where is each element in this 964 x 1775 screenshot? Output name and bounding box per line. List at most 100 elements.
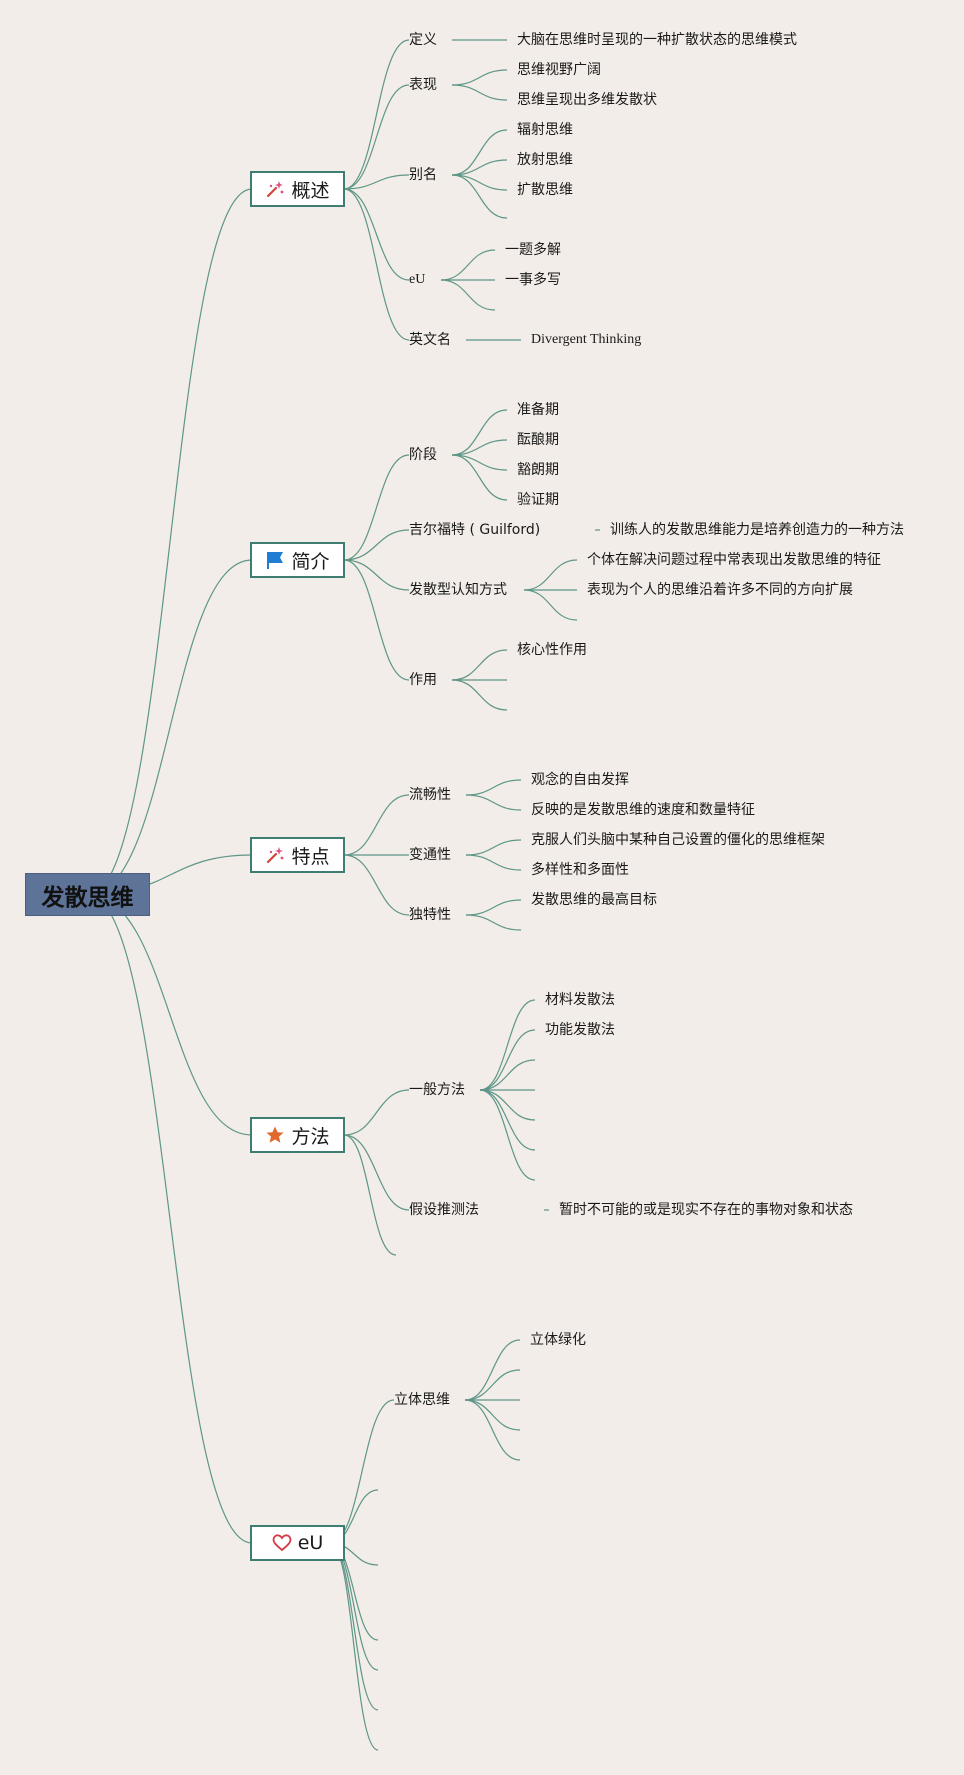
sub-leaf-link (451, 129, 508, 176)
main-topic-label: eU (297, 1532, 324, 1554)
leaf-topic[interactable]: 材料发散法 (545, 992, 615, 1008)
sub-leaf-link (464, 1339, 521, 1401)
leaf-topic[interactable]: 表现为个人的思维沿着许多不同的方向扩展 (587, 582, 853, 598)
leaf-topic[interactable]: 功能发散法 (545, 1022, 615, 1038)
sub-leaf-link (451, 409, 508, 456)
blue-flag-icon (265, 550, 285, 570)
subtopic[interactable]: 别名 (409, 167, 437, 183)
heart-icon (272, 1533, 292, 1553)
sub-leaf-link (451, 69, 508, 86)
main-sub-link (343, 188, 410, 281)
main-sub-link (343, 1134, 410, 1211)
leaf-topic[interactable]: 个体在解决问题过程中常表现出发散思维的特征 (587, 552, 881, 568)
leaf-topic[interactable]: 扩散思维 (517, 182, 573, 198)
subtopic[interactable]: eU (409, 272, 426, 287)
subtopic[interactable]: 吉尔福特 ( Guilford) (409, 522, 541, 538)
sub-leaf-link (464, 1399, 521, 1461)
leaf-topic[interactable]: 发散思维的最高目标 (531, 892, 657, 908)
sub-leaf-link (451, 174, 508, 191)
main-sub-link (343, 454, 410, 561)
leaf-topic[interactable]: 反映的是发散思维的速度和数量特征 (531, 802, 755, 818)
sub-leaf-link (451, 454, 508, 471)
sub-leaf-link (479, 999, 536, 1091)
root-branch-link (87, 894, 253, 1136)
main-topic-label: 简介 (291, 550, 330, 573)
subtopic[interactable]: 流畅性 (409, 787, 451, 803)
sub-leaf-link (464, 1399, 521, 1431)
sub-leaf-link (523, 589, 578, 621)
wand-sparkle-icon (265, 179, 285, 199)
leaf-topic[interactable]: 大脑在思维时呈现的一种扩散状态的思维模式 (517, 32, 797, 48)
sub-leaf-link (464, 1369, 521, 1401)
subtopic[interactable]: 变通性 (409, 847, 451, 863)
sub-leaf-link (465, 779, 522, 796)
leaf-topic[interactable]: 一题多解 (505, 242, 561, 258)
sub-leaf-link (479, 1059, 536, 1091)
leaf-topic[interactable]: 一事多写 (505, 272, 561, 288)
main-sub-link (343, 559, 410, 681)
main-topic-2[interactable]: 简介 (250, 542, 345, 578)
sub-leaf-link (465, 854, 522, 871)
main-sub-link (329, 1542, 379, 1711)
subtopic[interactable]: 发散型认知方式 (409, 582, 507, 598)
leaf-topic[interactable]: Divergent Thinking (531, 332, 642, 347)
subtopic[interactable]: 阶段 (409, 447, 437, 463)
main-sub-link (329, 1542, 379, 1751)
sub-leaf-link (465, 839, 522, 856)
main-topic-4[interactable]: 方法 (250, 1117, 345, 1153)
leaf-topic[interactable]: 放射思维 (517, 152, 573, 168)
sub-leaf-link (451, 454, 508, 501)
leaf-topic[interactable]: 立体绿化 (530, 1332, 586, 1348)
main-topic-label: 概述 (291, 179, 330, 202)
main-sub-link (343, 854, 410, 916)
leaf-topic[interactable]: 暂时不可能的或是现实不存在的事物对象和状态 (559, 1202, 853, 1218)
leaf-topic[interactable]: 思维视野广阔 (517, 62, 601, 78)
main-topic-1[interactable]: 概述 (250, 171, 345, 207)
main-sub-link (343, 188, 410, 341)
sub-leaf-link (479, 1089, 536, 1181)
sub-leaf-link (451, 679, 508, 711)
leaf-topic[interactable]: 豁朗期 (517, 462, 559, 478)
sub-leaf-link (523, 559, 578, 591)
subtopic[interactable]: 英文名 (409, 332, 451, 348)
root-branch-link (87, 188, 253, 896)
sub-leaf-link (451, 649, 508, 681)
leaf-topic[interactable]: 思维呈现出多维发散状 (517, 92, 657, 108)
subtopic[interactable]: 一般方法 (409, 1082, 465, 1098)
root-topic-label: 发散思维 (41, 884, 134, 911)
leaf-topic[interactable]: 训练人的发散思维能力是培养创造力的一种方法 (610, 522, 904, 538)
main-sub-link (343, 174, 410, 190)
subtopic[interactable]: 定义 (409, 32, 437, 48)
subtopic[interactable]: 立体思维 (394, 1392, 450, 1408)
leaf-topic[interactable]: 观念的自由发挥 (531, 772, 629, 788)
main-sub-link (343, 39, 410, 190)
main-topic-label: 方法 (291, 1125, 330, 1148)
main-sub-link (343, 794, 410, 856)
subtopic[interactable]: 表现 (409, 77, 437, 93)
subtopic[interactable]: 假设推测法 (409, 1202, 479, 1218)
leaf-topic[interactable]: 多样性和多面性 (531, 862, 629, 878)
main-topic-3[interactable]: 特点 (250, 837, 345, 873)
leaf-topic[interactable]: 辐射思维 (517, 122, 573, 138)
main-sub-link (343, 84, 410, 190)
wand-sparkle-icon (265, 845, 285, 865)
sub-leaf-link (465, 899, 522, 916)
leaf-topic[interactable]: 准备期 (517, 402, 559, 418)
sub-leaf-link (440, 249, 496, 281)
root-topic[interactable]: 发散思维 (25, 873, 150, 916)
leaf-topic[interactable]: 验证期 (517, 492, 559, 508)
subtopic[interactable]: 作用 (409, 672, 437, 688)
leaf-topic[interactable]: 克服人们头脑中某种自己设置的僵化的思维框架 (531, 832, 825, 848)
leaf-topic[interactable]: 核心性作用 (517, 642, 587, 658)
main-topic-5[interactable]: eU (250, 1525, 345, 1561)
leaf-topic[interactable]: 酝酿期 (517, 432, 559, 448)
sub-leaf-link (440, 279, 496, 311)
main-sub-link (343, 1134, 397, 1256)
main-topic-label: 特点 (291, 845, 330, 868)
subtopic[interactable]: 独特性 (409, 907, 451, 923)
main-sub-link (329, 1399, 395, 1544)
sub-leaf-link (479, 1089, 536, 1121)
main-sub-link (343, 529, 410, 561)
sub-leaf-link (465, 794, 522, 811)
